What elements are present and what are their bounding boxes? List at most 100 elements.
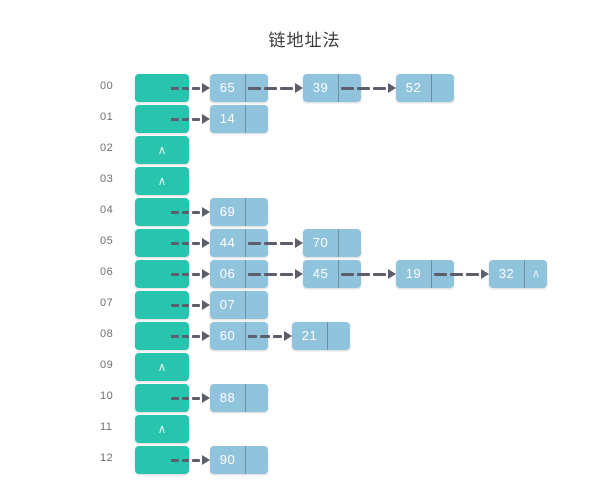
list-node[interactable]: 07 — [210, 291, 268, 319]
list-node[interactable]: 69 — [210, 198, 268, 226]
bucket-row: 11 ∧ — [0, 415, 609, 446]
list-node[interactable]: 90 — [210, 446, 268, 474]
pointer-arrow — [248, 331, 292, 341]
bucket-index-label: 06 — [100, 266, 114, 278]
node-next-pointer — [246, 384, 268, 412]
arrow-dash — [192, 303, 201, 307]
bucket-cell[interactable] — [135, 229, 189, 257]
list-node[interactable]: 39 — [303, 74, 361, 102]
bucket-cell[interactable] — [135, 384, 189, 412]
arrow-dash — [171, 117, 179, 121]
node-value: 88 — [210, 384, 246, 412]
pointer-arrow — [171, 238, 211, 248]
node-value: 44 — [210, 229, 246, 257]
node-value: 60 — [210, 322, 246, 350]
bucket-cell[interactable] — [135, 198, 189, 226]
bucket-cell[interactable] — [135, 446, 189, 474]
list-node[interactable]: 21 — [292, 322, 350, 350]
bucket-cell[interactable] — [135, 322, 189, 350]
bucket-index-label: 05 — [100, 235, 114, 247]
node-value: 32 — [489, 260, 525, 288]
list-node[interactable]: 70 — [303, 229, 361, 257]
bucket-index-label: 10 — [100, 390, 114, 402]
arrow-head-icon — [202, 114, 211, 124]
arrow-dash — [466, 272, 479, 276]
bucket-row: 01 14 — [0, 105, 609, 136]
bucket-index-label: 12 — [100, 452, 114, 464]
arrow-head-icon — [202, 393, 211, 403]
bucket-cell[interactable] — [135, 291, 189, 319]
arrow-head-icon — [295, 238, 303, 248]
node-value: 39 — [303, 74, 339, 102]
null-pointer-symbol: ∧ — [157, 422, 167, 436]
bucket-row: 10 88 — [0, 384, 609, 415]
arrow-dash — [264, 241, 277, 245]
arrow-head-icon — [202, 331, 211, 341]
node-value: 65 — [210, 74, 246, 102]
bucket-cell[interactable]: ∧ — [135, 415, 189, 443]
arrow-head-icon — [202, 207, 211, 217]
bucket-cell[interactable]: ∧ — [135, 167, 189, 195]
bucket-cell[interactable] — [135, 74, 189, 102]
null-pointer-symbol: ∧ — [157, 360, 167, 374]
arrow-dash — [171, 241, 179, 245]
bucket-index-label: 08 — [100, 328, 114, 340]
bucket-index-label: 01 — [100, 111, 114, 123]
arrow-dash — [248, 86, 261, 90]
node-value: 45 — [303, 260, 339, 288]
arrow-head-icon — [202, 83, 211, 93]
bucket-cell[interactable]: ∧ — [135, 136, 189, 164]
arrow-dash — [373, 272, 386, 276]
list-node[interactable]: 32∧ — [489, 260, 547, 288]
arrow-dash — [341, 272, 354, 276]
list-node[interactable]: 60 — [210, 322, 268, 350]
arrow-dash — [181, 210, 190, 214]
bucket-row: 12 90 — [0, 446, 609, 477]
bucket-cell[interactable]: ∧ — [135, 353, 189, 381]
arrow-dash — [181, 117, 190, 121]
bucket-row: 09∧ — [0, 353, 609, 384]
list-node[interactable]: 88 — [210, 384, 268, 412]
list-node[interactable]: 52 — [396, 74, 454, 102]
list-node[interactable]: 19 — [396, 260, 454, 288]
bucket-cell[interactable] — [135, 260, 189, 288]
pointer-arrow — [171, 114, 211, 124]
arrow-dash — [260, 334, 270, 338]
arrow-dash — [192, 458, 201, 462]
bucket-index-label: 11 — [100, 421, 113, 433]
bucket-index-label: 00 — [100, 80, 114, 92]
arrow-head-icon — [283, 331, 292, 341]
pointer-arrow — [171, 83, 211, 93]
node-value: 06 — [210, 260, 246, 288]
arrow-dash — [192, 396, 201, 400]
arrow-dash — [272, 334, 282, 338]
bucket-index-label: 03 — [100, 173, 114, 185]
node-value: 21 — [292, 322, 328, 350]
arrow-dash — [171, 272, 179, 276]
pointer-arrow — [341, 269, 396, 279]
arrow-head-icon — [295, 269, 303, 279]
bucket-row: 08 60 21 — [0, 322, 609, 353]
node-next-pointer — [339, 229, 361, 257]
bucket-cell[interactable] — [135, 105, 189, 133]
arrow-dash — [171, 334, 179, 338]
node-value: 70 — [303, 229, 339, 257]
arrow-dash — [181, 272, 190, 276]
bucket-index-label: 02 — [100, 142, 114, 154]
pointer-arrow — [248, 83, 303, 93]
pointer-arrow — [341, 83, 396, 93]
node-value: 19 — [396, 260, 432, 288]
arrow-dash — [248, 334, 258, 338]
bucket-row: 06 06 45 19 32∧ — [0, 260, 609, 291]
arrow-dash — [264, 86, 277, 90]
arrow-head-icon — [388, 83, 396, 93]
null-pointer-symbol: ∧ — [157, 174, 167, 188]
arrow-dash — [181, 241, 190, 245]
arrow-head-icon — [295, 83, 303, 93]
list-node[interactable]: 14 — [210, 105, 268, 133]
arrow-dash — [450, 272, 463, 276]
node-value: 07 — [210, 291, 246, 319]
